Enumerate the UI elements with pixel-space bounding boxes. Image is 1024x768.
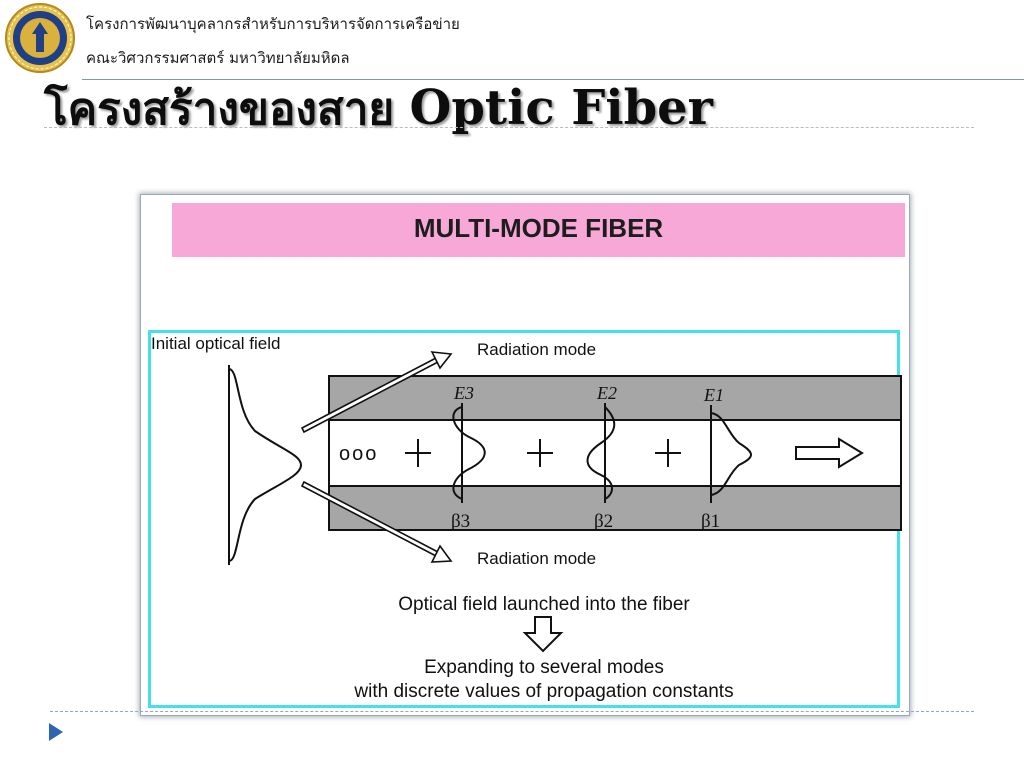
mode1-beta-label: β1 [701, 511, 720, 532]
header-divider [82, 79, 1024, 80]
mode1-curve [710, 412, 752, 496]
slide-title: โครงสร้างของสาย Optic Fiber [44, 82, 713, 136]
radiation-arrow-bottom [300, 480, 453, 563]
figure-banner: MULTI-MODE FIBER [172, 203, 905, 257]
mode2-beta-label: β2 [594, 511, 613, 532]
slide-title-thai: โครงสร้างของสาย [44, 84, 395, 135]
fiber-cladding-top [328, 375, 902, 421]
plus-sign-2 [527, 439, 553, 467]
footer-divider [50, 711, 974, 712]
header-project-name: โครงการพัฒนาบุคลากรสำหรับการบริหารจัดการ… [86, 15, 460, 33]
title-divider [44, 127, 974, 128]
multimode-fiber-figure: MULTI-MODE FIBER Initial optical field [140, 194, 910, 716]
fiber-diagram-svg: Initial optical field Radiation mode Rad… [151, 334, 902, 702]
slide-title-english: Optic Fiber [409, 80, 713, 136]
mode2-curve [586, 406, 616, 500]
figure-banner-title: MULTI-MODE FIBER [413, 213, 664, 243]
caption-expanding: Expanding to several modes [424, 657, 664, 678]
university-seal-logo [5, 3, 75, 73]
propagation-arrow [795, 437, 864, 469]
header-faculty-name: คณะวิศวกรรมศาสตร์ มหาวิทยาลัยมหิดล [86, 49, 350, 67]
radiation-mode-bottom-label: Radiation mode [477, 549, 596, 568]
mode1-e-label: E1 [703, 385, 724, 405]
initial-field-curve [228, 368, 303, 562]
mode-dots: ooo [339, 443, 378, 465]
mode3-curve [452, 406, 486, 500]
slide-bullet-arrow-icon [49, 723, 63, 741]
plus-sign-1 [405, 439, 431, 467]
mode3-beta-label: β3 [451, 511, 470, 532]
mode3-e-label: E3 [453, 383, 474, 403]
fiber-diagram: Initial optical field Radiation mode Rad… [148, 330, 902, 708]
initial-field-label: Initial optical field [151, 334, 280, 353]
radiation-mode-top-label: Radiation mode [477, 340, 596, 359]
radiation-arrow-top [300, 351, 453, 434]
caption-down-arrow [522, 616, 564, 653]
caption-launched: Optical field launched into the fiber [398, 594, 690, 615]
mode2-e-label: E2 [596, 383, 617, 403]
caption-discrete-values: with discrete values of propagation cons… [353, 681, 733, 702]
plus-sign-3 [655, 439, 681, 467]
fiber-cladding-bottom [328, 485, 902, 531]
